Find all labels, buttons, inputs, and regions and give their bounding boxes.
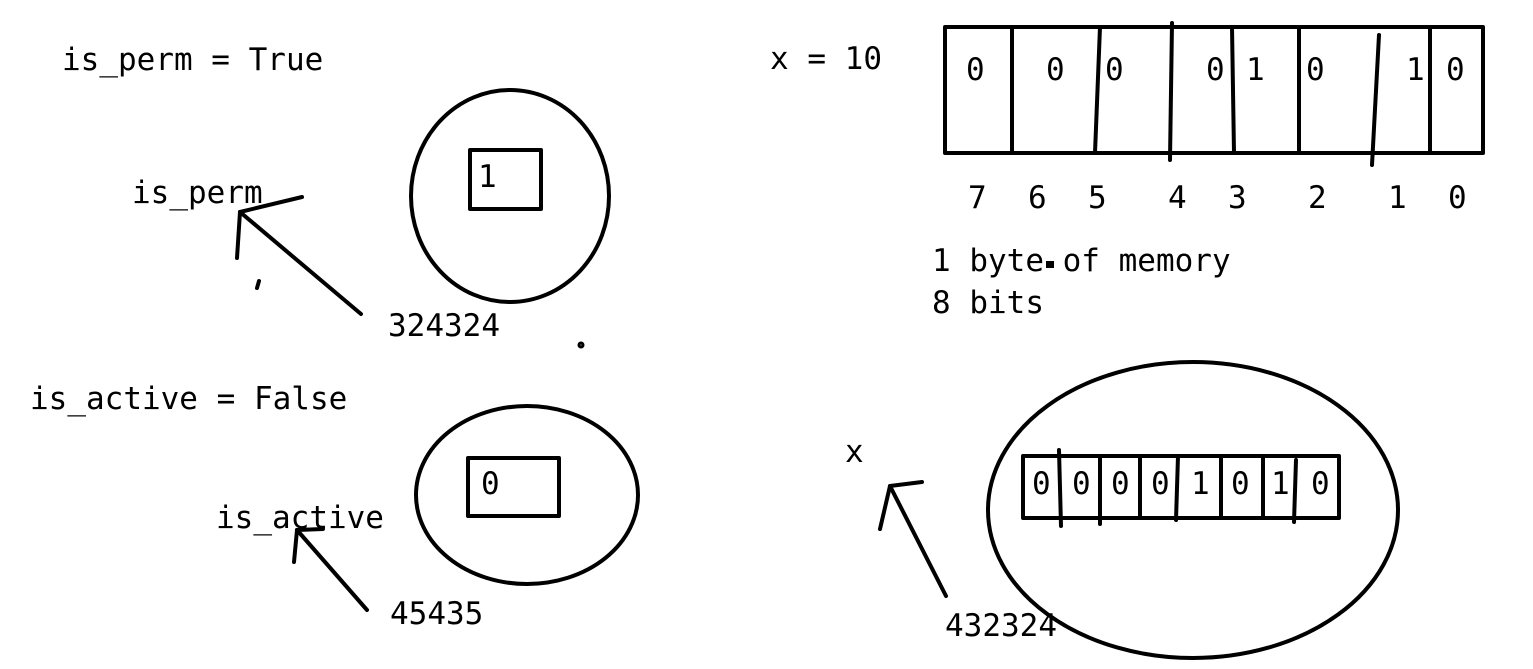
is-active-assignment: is_active = False — [30, 381, 347, 417]
x-assignment: x = 10 — [770, 41, 882, 77]
is-active-address: 45435 — [390, 596, 483, 632]
x-object-bit-value: 0 — [1311, 466, 1330, 502]
bit-divider — [1370, 33, 1381, 167]
x-object-bit-value: 0 — [1072, 466, 1091, 502]
is-perm-reference-arrow — [235, 195, 363, 316]
bit-position-label: 4 — [1168, 180, 1187, 216]
x-object-bit-grid — [1021, 448, 1341, 528]
x-object-bit-value: 1 — [1191, 466, 1210, 502]
is-perm-address: 324324 — [388, 308, 500, 344]
byte-bit-value: 1 — [1246, 52, 1265, 88]
bit-position-label: 6 — [1028, 180, 1047, 216]
x-object-bit-value: 0 — [1231, 466, 1250, 502]
is-active-object-circle — [414, 404, 640, 586]
stray-mark — [1046, 261, 1054, 268]
is-perm-object-value: 1 — [478, 159, 497, 195]
byte-bit-value: 0 — [1105, 52, 1124, 88]
x-reference-arrow — [878, 480, 948, 598]
memory-note-line2: 8 bits — [932, 285, 1044, 321]
x-object-bit-value: 0 — [1151, 466, 1170, 502]
bit-divider — [1174, 454, 1180, 522]
bit-position-label: 7 — [968, 180, 987, 216]
x-object-bit-value: 1 — [1271, 466, 1290, 502]
byte-bit-value: 0 — [1206, 52, 1225, 88]
byte-bit-value: 1 — [1406, 52, 1425, 88]
byte-bit-value: 0 — [1306, 52, 1325, 88]
x-object-bit-value: 0 — [1111, 466, 1130, 502]
byte-bit-value: 0 — [1046, 52, 1065, 88]
byte-bit-value: 0 — [966, 52, 985, 88]
bit-divider — [1168, 21, 1174, 162]
is-perm-name-label: is_perm — [132, 175, 263, 211]
memory-note-line1: 1 byte of memory — [932, 243, 1231, 279]
x-object-bit-outline — [1021, 454, 1341, 520]
bit-divider — [1057, 448, 1063, 528]
is-active-object-value: 0 — [481, 466, 500, 502]
bit-divider — [1093, 25, 1102, 155]
bit-position-label: 0 — [1448, 180, 1467, 216]
bit-position-label: 2 — [1308, 180, 1327, 216]
bit-divider — [1292, 458, 1298, 524]
x-object-circle — [986, 360, 1400, 660]
bit-position-label: 1 — [1388, 180, 1407, 216]
byte-outline — [943, 25, 1485, 155]
x-object-bit-value: 0 — [1032, 466, 1051, 502]
byte-memory-grid — [943, 21, 1485, 167]
is-perm-object-circle — [409, 88, 611, 304]
is-perm-value-box — [468, 148, 543, 211]
bit-position-label: 5 — [1088, 180, 1107, 216]
is-active-reference-arrow — [292, 527, 369, 612]
stray-dot — [577, 341, 585, 349]
x-address: 432324 — [945, 608, 1057, 644]
bit-position-label: 3 — [1228, 180, 1247, 216]
is-perm-assignment: is_perm = True — [62, 42, 323, 78]
byte-bit-value: 0 — [1446, 52, 1465, 88]
x-name-label: x — [845, 434, 864, 470]
is-active-value-box — [466, 456, 561, 518]
stray-mark — [255, 279, 261, 290]
bit-divider — [1230, 25, 1236, 155]
